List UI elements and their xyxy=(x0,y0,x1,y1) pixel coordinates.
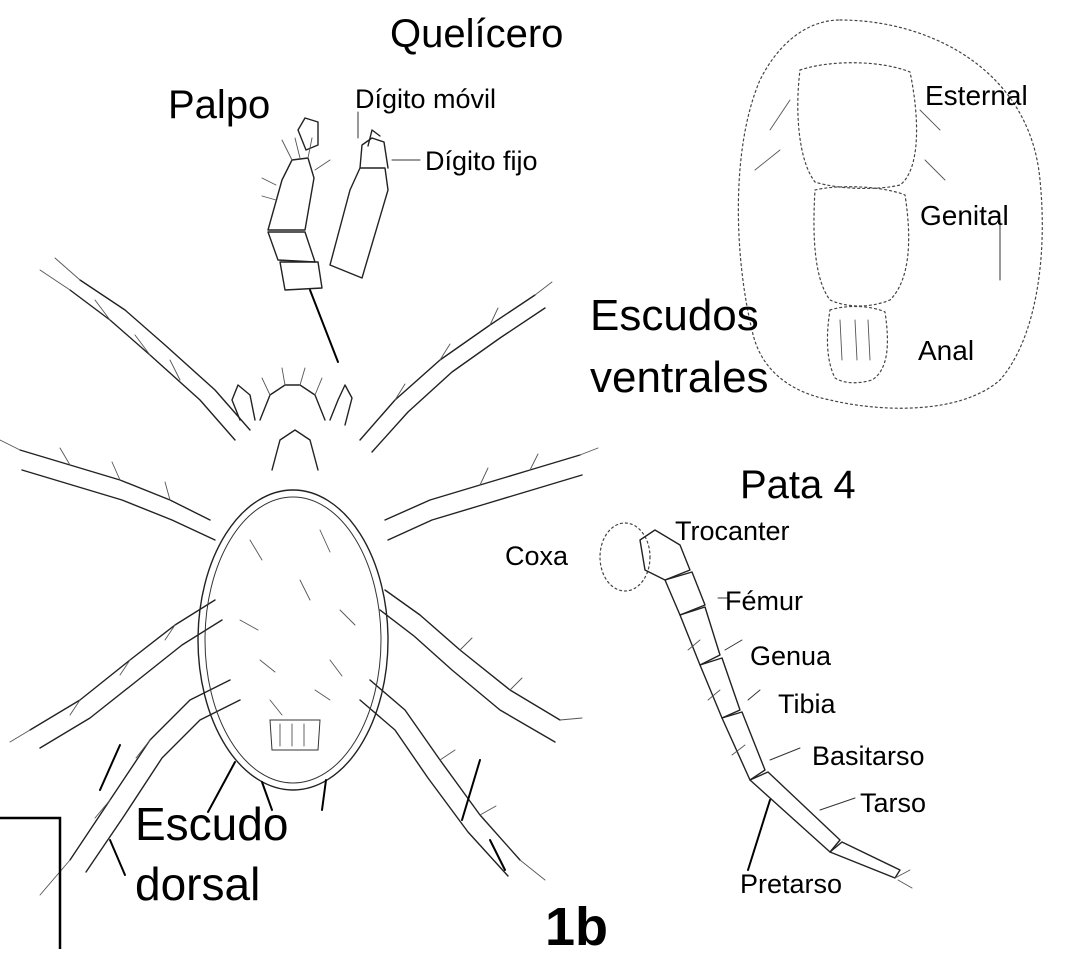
palpo-quelicero-illustration xyxy=(262,112,420,290)
palpo-connector-line xyxy=(310,290,338,362)
mite-gnathosoma xyxy=(232,368,352,470)
label-coxa: Coxa xyxy=(505,541,569,571)
pata-4-illustration xyxy=(600,523,912,888)
label-femur: Fémur xyxy=(725,586,803,616)
escudo-dorsal-leader-3 xyxy=(322,780,326,810)
label-tibia: Tibia xyxy=(778,689,837,719)
label-digito-movil: Dígito móvil xyxy=(355,84,496,114)
label-escudos-ventrales-line2: ventrales xyxy=(590,353,769,402)
label-escudo-dorsal-line1: Escudo xyxy=(135,798,288,850)
label-trocanter: Trocanter xyxy=(675,516,790,546)
label-escudos-ventrales-line1: Escudos xyxy=(590,291,759,340)
label-quelicero: Quelícero xyxy=(390,12,563,56)
label-digito-fijo: Dígito fijo xyxy=(425,146,538,176)
label-palpo: Palpo xyxy=(168,83,270,127)
label-genua: Genua xyxy=(750,641,832,671)
label-pretarso: Pretarso xyxy=(740,869,842,899)
label-pata-4: Pata 4 xyxy=(740,463,856,507)
escudo-dorsal-shield xyxy=(198,490,388,790)
label-tarso: Tarso xyxy=(860,788,926,818)
mite-legs-right xyxy=(360,282,598,880)
label-escudo-dorsal-line2: dorsal xyxy=(135,858,260,910)
label-basitarso: Basitarso xyxy=(812,741,925,771)
mite-body-illustration xyxy=(0,258,598,895)
label-anal: Anal xyxy=(918,335,974,366)
corner-bracket xyxy=(0,818,60,949)
figure-label: 1b xyxy=(545,897,608,949)
label-esternal: Esternal xyxy=(925,80,1028,111)
label-genital: Genital xyxy=(920,200,1009,231)
